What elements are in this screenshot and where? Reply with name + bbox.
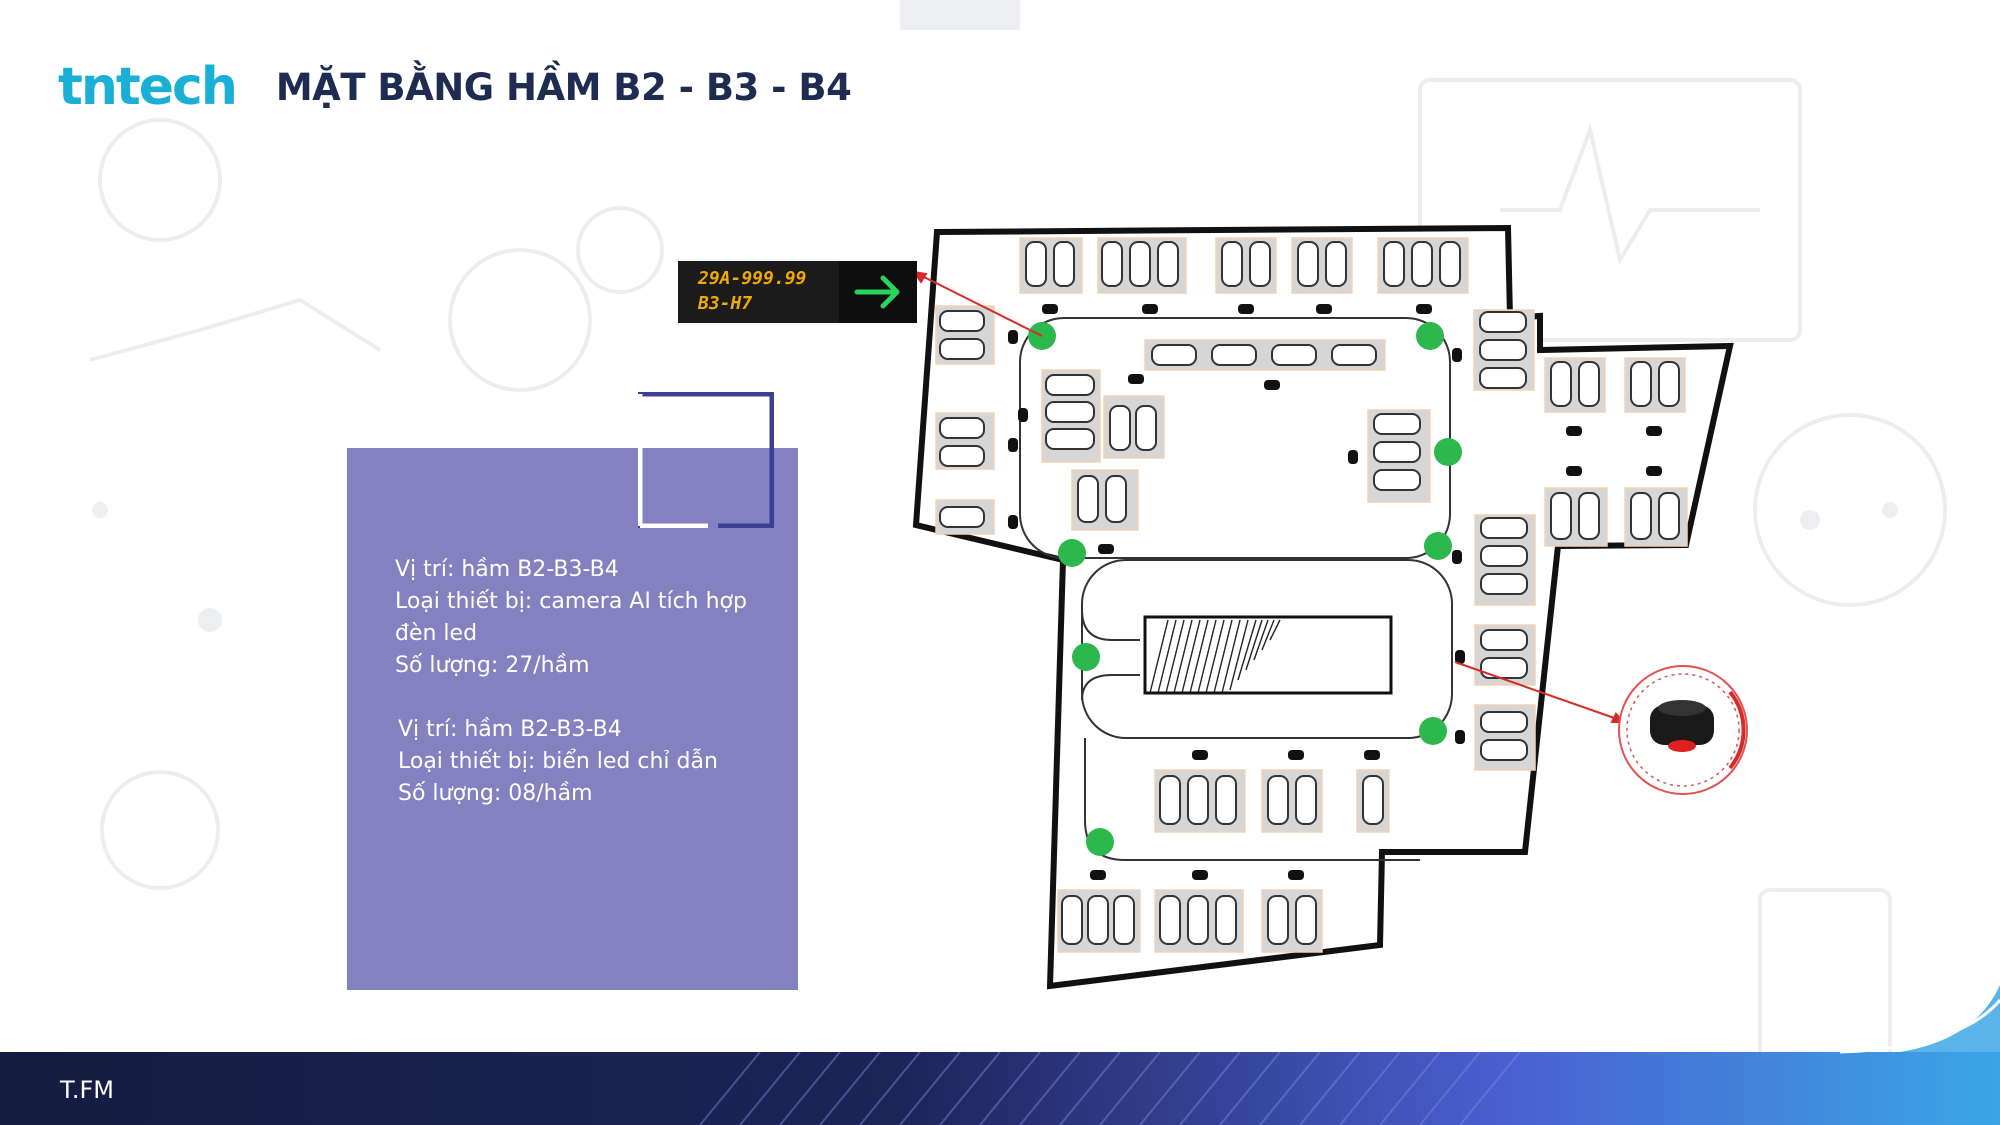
camera-icon bbox=[1566, 466, 1582, 476]
camera-icon bbox=[1192, 750, 1208, 760]
sign-plate-number: 29A-999.99 bbox=[698, 268, 807, 289]
camera-icon bbox=[1098, 544, 1114, 554]
sign-slot-code: B3-H7 bbox=[698, 293, 753, 314]
led-sign-marker-icon bbox=[1086, 828, 1114, 856]
camera-icon bbox=[1316, 304, 1332, 314]
frame-decoration bbox=[638, 392, 774, 528]
chart-board-icon bbox=[1418, 78, 1802, 342]
camera-icon bbox=[1566, 426, 1582, 436]
info-panel bbox=[347, 448, 798, 990]
camera-icon bbox=[1455, 730, 1465, 744]
gear-small-icon bbox=[576, 206, 664, 294]
ai-cameras bbox=[1008, 304, 1662, 880]
sign-arrow-box bbox=[839, 261, 917, 323]
camera-icon bbox=[1264, 380, 1280, 390]
brand-logo: tntech bbox=[58, 57, 238, 117]
camera-icon bbox=[1008, 515, 1018, 529]
gear-icon bbox=[448, 248, 592, 392]
camera-icon bbox=[1646, 466, 1662, 476]
camera-icon bbox=[1348, 450, 1358, 464]
camera-icon bbox=[1288, 750, 1304, 760]
sign-quantity: Số lượng: 08/hầm bbox=[398, 781, 593, 806]
driveway-upper bbox=[1019, 317, 1451, 559]
led-sign-marker-icon bbox=[1434, 438, 1462, 466]
sign-info: Vị trí: hầm B2-B3-B4 Loại thiết bị: biển… bbox=[398, 714, 718, 810]
camera-quantity: Số lượng: 27/hầm bbox=[395, 653, 590, 678]
footer-label: T.FM bbox=[60, 1076, 114, 1104]
led-sign-marker-icon bbox=[1058, 539, 1086, 567]
ramp bbox=[1143, 615, 1393, 695]
camera-icon bbox=[1192, 870, 1208, 880]
sign-location: Vị trí: hầm B2-B3-B4 bbox=[398, 717, 622, 742]
camera-icon bbox=[1128, 374, 1144, 384]
clock-icon bbox=[1753, 413, 1947, 607]
camera-icon bbox=[1646, 426, 1662, 436]
camera-device-type: Loại thiết bị: camera AI tích hợp bbox=[395, 589, 747, 614]
arrow-right-icon bbox=[854, 275, 900, 309]
line-chart-icon bbox=[89, 297, 382, 362]
camera-location: Vị trí: hầm B2-B3-B4 bbox=[395, 557, 619, 582]
camera-icon bbox=[1455, 650, 1465, 664]
camera-device-type-cont: đèn led bbox=[395, 621, 478, 646]
camera-icon bbox=[1452, 348, 1462, 362]
pulse-line-icon bbox=[1500, 123, 1760, 266]
dollar-coin-icon bbox=[100, 770, 220, 890]
camera-icon bbox=[1416, 304, 1432, 314]
camera-icon bbox=[1288, 870, 1304, 880]
led-sign-marker-icon bbox=[1416, 322, 1444, 350]
camera-icon bbox=[1238, 304, 1254, 314]
camera-zoom-callout bbox=[1618, 665, 1748, 795]
footer-bar: T.FM bbox=[0, 1052, 2000, 1125]
euro-coin-icon bbox=[98, 118, 222, 242]
camera-icon bbox=[1008, 438, 1018, 452]
led-sign-marker-icon bbox=[1072, 643, 1100, 671]
camera-icon bbox=[1090, 870, 1106, 880]
driveway-curve-b bbox=[1081, 674, 1140, 701]
parked-cars bbox=[939, 241, 1680, 945]
camera-icon bbox=[1042, 304, 1058, 314]
led-sign-markers bbox=[1028, 322, 1462, 856]
led-sign-marker-icon bbox=[1424, 532, 1452, 560]
sign-device-type: Loại thiết bị: biển led chỉ dẫn bbox=[398, 749, 718, 774]
camera-icon bbox=[1364, 750, 1380, 760]
driveway-curve-a bbox=[1081, 609, 1140, 641]
footer-stripes bbox=[0, 1052, 2000, 1125]
camera-device-icon bbox=[1650, 705, 1714, 745]
page-title: MẶT BẰNG HẦM B2 - B3 - B4 bbox=[275, 65, 852, 109]
led-guidance-sign: 29A-999.99 B3-H7 bbox=[678, 261, 917, 323]
camera-icon bbox=[1452, 550, 1462, 564]
led-sign-marker-icon bbox=[1419, 717, 1447, 745]
header: tntech MẶT BẰNG HẦM B2 - B3 - B4 bbox=[58, 52, 852, 122]
camera-icon bbox=[1018, 408, 1028, 422]
camera-icon bbox=[1142, 304, 1158, 314]
camera-info: Vị trí: hầm B2-B3-B4 Loại thiết bị: came… bbox=[395, 554, 747, 682]
camera-icon bbox=[1008, 330, 1018, 344]
